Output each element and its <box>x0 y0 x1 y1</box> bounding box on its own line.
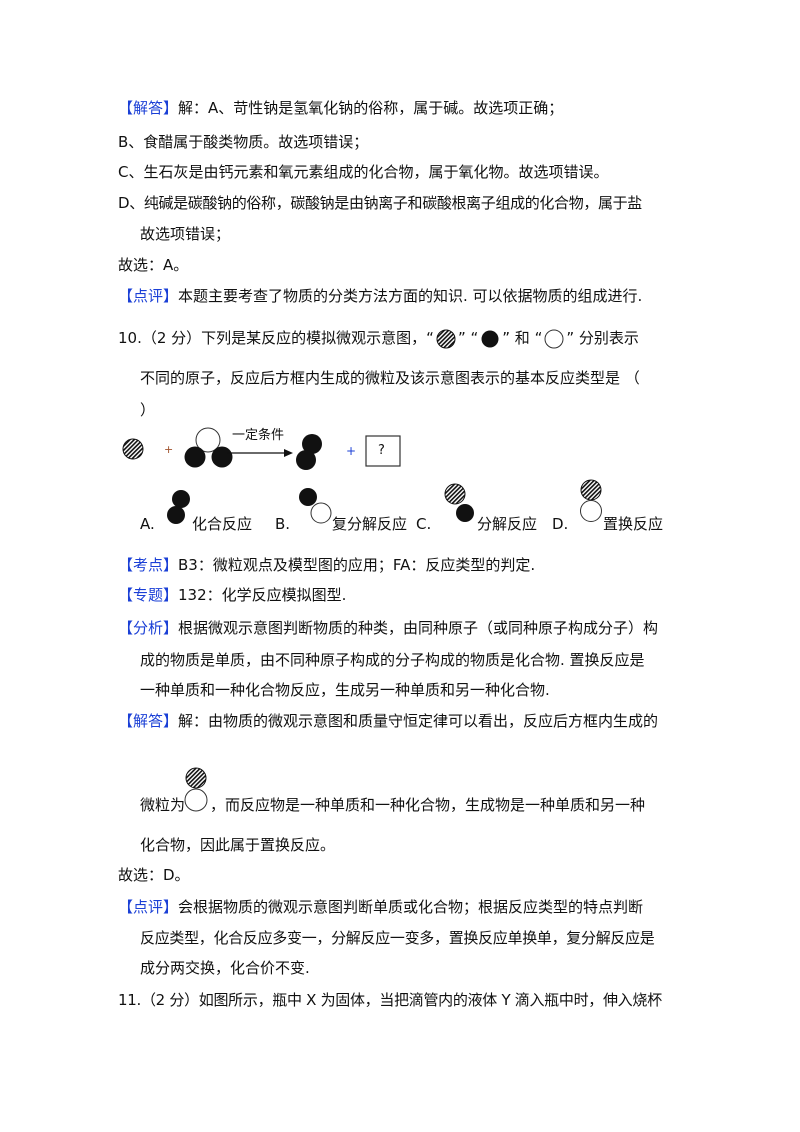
text: ” “ <box>457 329 479 347</box>
reactant-hatched-atom <box>122 438 144 460</box>
option-b-text: 复分解反应 <box>332 515 408 533</box>
black-atom-icon <box>481 330 499 347</box>
q11-stem-line1: 11.（2 分）如图所示，瓶中 X 为固体，当把滴管内的液体 Y 滴入瓶中时，伸… <box>118 991 662 1009</box>
option-a-black-atom <box>172 490 190 508</box>
option-d-hatched-atom <box>580 479 602 501</box>
hatched-atom-icon <box>436 329 456 348</box>
q10-comment-line3: 成分两交换，化合价不变. <box>140 959 310 977</box>
kaodian-tag: 【考点】 <box>118 556 179 574</box>
q9-comment: 【点评】本题主要考查了物质的分类方法方面的知识. 可以依据物质的组成进行. <box>118 286 642 306</box>
text: B3：微粒观点及模型图的应用；FA：反应类型的判定. <box>178 556 536 574</box>
q10-answer-line2a: 微粒为 <box>140 796 186 814</box>
product-black-atom <box>302 434 322 454</box>
answer-tag: 【解答】 <box>118 99 179 117</box>
text: 根据微观示意图判断物质的种类，由同种原子（或同种原子构成分子）构 <box>178 619 659 637</box>
text: 解：由物质的微观示意图和质量守恒定律可以看出，反应后方框内生成的 <box>178 712 659 730</box>
q10-stem-line1: 10.（2 分）下列是某反应的模拟微观示意图，“ ” “ ” 和 “ ” 分别表示 <box>118 328 639 349</box>
q10-fenxi-line3: 一种单质和一种化合物反应，生成另一种单质和另一种化合物. <box>140 681 550 699</box>
text: 本题主要考查了物质的分类方法方面的知识. 可以依据物质的组成进行. <box>178 287 643 305</box>
q10-answer-line2b: ，而反应物是一种单质和一种化合物，生成物是一种单质和另一种 <box>210 796 646 814</box>
option-c-hatched-atom <box>444 483 466 505</box>
q10-fenxi-line1: 【分析】根据微观示意图判断物质的种类，由同种原子（或同种原子构成分子）构 <box>118 618 658 638</box>
arrow-head-icon <box>284 449 293 457</box>
unknown-mark: ? <box>378 443 385 458</box>
q10-choice: 故选：D。 <box>118 866 190 884</box>
white-atom-icon <box>544 329 564 348</box>
option-c-black-atom <box>456 504 474 522</box>
answer-white-atom <box>184 788 208 812</box>
option-d-text: 置换反应 <box>603 515 664 533</box>
q10-stem-line2: 不同的原子，反应后方框内生成的微粒及该示意图表示的基本反应类型是 （ <box>140 369 640 387</box>
text: 132：化学反应模拟图型. <box>178 586 347 604</box>
option-a-black-atom <box>167 506 185 524</box>
option-c-letter: C. <box>416 515 432 533</box>
text: 10.（2 分）下列是某反应的模拟微观示意图，“ <box>118 329 434 347</box>
option-d-white-atom <box>580 500 602 522</box>
product-black-atom <box>296 450 316 470</box>
plus-sign: + <box>164 443 174 456</box>
option-a-letter: A. <box>140 515 155 533</box>
q10-stem-line3: ） <box>140 401 156 419</box>
q9-answer-line2: B、食醋属于酸类物质。故选项错误； <box>118 133 369 151</box>
q10-kaodian: 【考点】B3：微粒观点及模型图的应用；FA：反应类型的判定. <box>118 555 535 575</box>
q10-fenxi-line2: 成的物质是单质，由不同种原子构成的分子构成的物质是化合物. 置换反应是 <box>140 651 645 669</box>
q10-answer-line1: 【解答】解：由物质的微观示意图和质量守恒定律可以看出，反应后方框内生成的 <box>118 711 658 731</box>
q9-answer-line4: D、纯碱是碳酸钠的俗称，碳酸钠是由钠离子和碳酸根离子组成的化合物，属于盐 <box>118 194 642 212</box>
q10-comment-line1: 【点评】会根据物质的微观示意图判断单质或化合物；根据反应类型的特点判断 <box>118 897 643 917</box>
answer-tag: 【解答】 <box>118 712 179 730</box>
option-b-black-atom <box>299 488 317 506</box>
reactant-molecule-black-atom <box>211 446 233 468</box>
text: 会根据物质的微观示意图判断单质或化合物；根据反应类型的特点判断 <box>178 898 644 916</box>
q10-answer-line3: 化合物，因此属于置换反应。 <box>140 836 336 854</box>
plus-sign: + <box>346 444 357 458</box>
option-c-text: 分解反应 <box>477 515 538 533</box>
answer-hatched-atom <box>185 767 207 789</box>
unknown-product-box <box>365 435 401 467</box>
q9-answer-line3: C、生石灰是由钙元素和氧元素组成的化合物，属于氧化物。故选项错误。 <box>118 163 609 181</box>
reaction-condition: 一定条件 <box>232 428 285 443</box>
option-d-letter: D. <box>552 515 569 533</box>
comment-tag: 【点评】 <box>118 287 179 305</box>
q9-choice: 故选：A。 <box>118 256 189 274</box>
fenxi-tag: 【分析】 <box>118 619 179 637</box>
zhuanti-tag: 【专题】 <box>118 586 179 604</box>
q9-answer-line5: 故选项错误； <box>140 225 231 243</box>
reactant-molecule-black-atom <box>184 446 206 468</box>
text: ” 分别表示 <box>566 329 639 347</box>
q9-answer-line1: 【解答】解：A、苛性钠是氢氧化钠的俗称，属于碱。故选项正确； <box>118 98 563 118</box>
option-b-letter: B. <box>275 515 291 533</box>
reactant-molecule-white-atom <box>195 427 221 453</box>
text: 解：A、苛性钠是氢氧化钠的俗称，属于碱。故选项正确； <box>178 99 564 117</box>
q10-comment-line2: 反应类型，化合反应多变一，分解反应一变多，置换反应单换单，复分解反应是 <box>140 929 655 947</box>
comment-tag: 【点评】 <box>118 898 179 916</box>
text: ” 和 “ <box>502 329 543 347</box>
q10-zhuanti: 【专题】132：化学反应模拟图型. <box>118 585 346 605</box>
option-b-white-atom <box>310 502 332 524</box>
option-a-text: 化合反应 <box>192 515 253 533</box>
